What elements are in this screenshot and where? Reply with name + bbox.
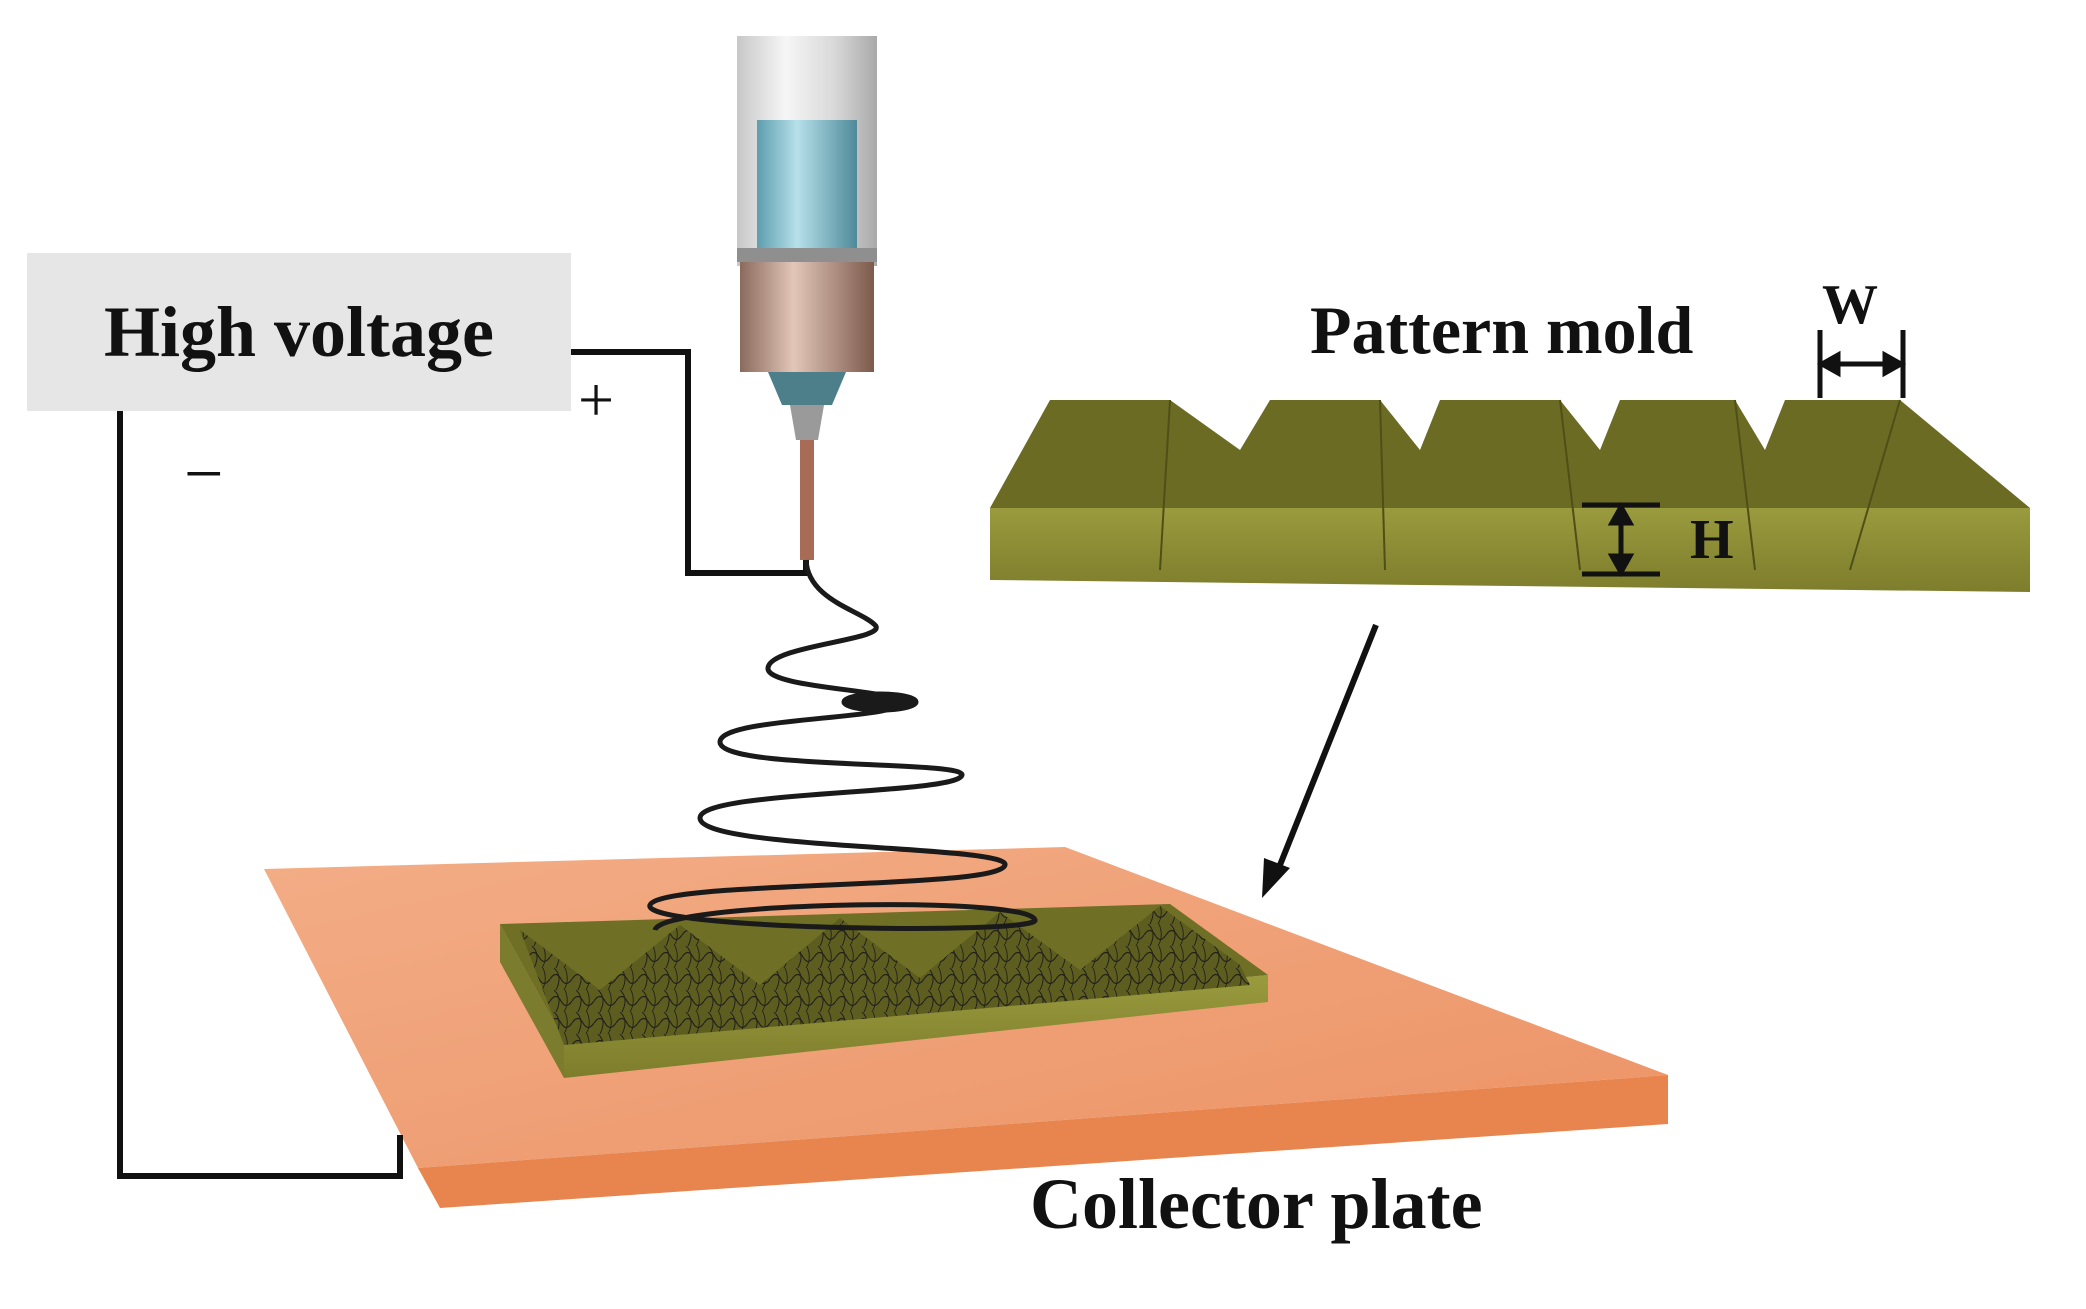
mold-on-collector [500, 904, 1268, 1078]
power-supply-box [27, 253, 571, 411]
height-dimension-marker [1582, 501, 1660, 578]
collector-plate-edge [418, 1075, 1668, 1208]
high-voltage-label: High voltage [104, 292, 494, 372]
pattern-mold-label: Pattern mold [1310, 292, 1694, 368]
pointer-arrow [1262, 623, 1379, 898]
width-symbol-label: W [1822, 274, 1878, 336]
width-dimension-marker [1816, 330, 1907, 398]
pattern-mold-ridges [990, 400, 2030, 508]
syringe-nozzle [737, 36, 877, 560]
collector-plate-label: Collector plate [1030, 1164, 1483, 1244]
fiber-jet [647, 559, 1038, 932]
pattern-mold-detail [990, 399, 2030, 592]
mold-base-left [500, 924, 564, 1078]
negative-terminal-label: − [184, 436, 224, 513]
mold-base-front [564, 975, 1268, 1078]
height-symbol-label: H [1690, 509, 1734, 571]
pattern-mold-front [990, 508, 2030, 592]
positive-terminal-label: + [578, 364, 615, 435]
negative-wire [117, 411, 403, 1179]
